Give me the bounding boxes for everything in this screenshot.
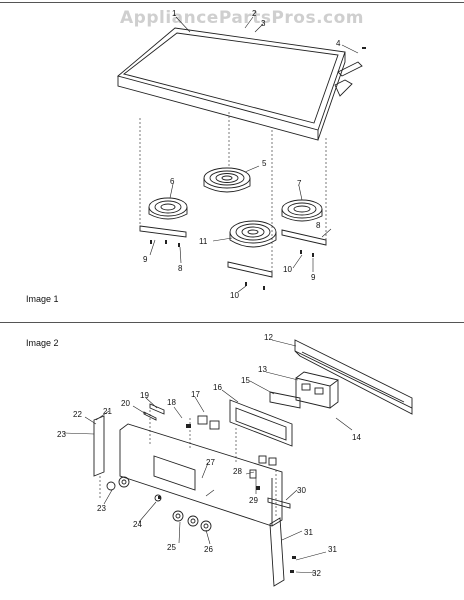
display-window bbox=[229, 399, 293, 447]
image-1-callout-11: 11 bbox=[199, 237, 208, 246]
image-2-callout-12: 12 bbox=[264, 333, 273, 342]
switches bbox=[197, 415, 277, 479]
top-divider bbox=[0, 2, 464, 3]
image-1-callout-7: 7 bbox=[297, 179, 302, 188]
screws-image-1 bbox=[150, 47, 366, 290]
image-2-callout-18: 18 bbox=[167, 398, 176, 407]
burner-7 bbox=[148, 197, 188, 220]
console bbox=[119, 423, 283, 527]
image-1-callout-9: 9 bbox=[143, 255, 148, 264]
leader-lines-1 bbox=[149, 16, 359, 293]
image-2-callout-24: 24 bbox=[133, 520, 142, 529]
leader-lines-2 bbox=[63, 339, 353, 574]
image-2-callout-23: 23 bbox=[57, 430, 66, 439]
end-cap-left bbox=[93, 415, 105, 477]
image-1-callout-3: 3 bbox=[261, 19, 266, 28]
image-2-callout-21: 21 bbox=[103, 407, 112, 416]
burner-6 bbox=[281, 199, 323, 222]
overlay-15 bbox=[269, 391, 301, 409]
image-2-callout-19: 19 bbox=[140, 391, 149, 400]
cooktop-glass bbox=[117, 27, 346, 141]
image-1-label: Image 1 bbox=[26, 294, 59, 304]
burner-5 bbox=[203, 167, 251, 193]
bracket-left bbox=[139, 225, 187, 238]
end-cap-right bbox=[269, 517, 285, 587]
image-2-label: Image 2 bbox=[26, 338, 59, 348]
alignment-lines-1 bbox=[139, 112, 327, 272]
alignment-lines-2 bbox=[99, 410, 277, 518]
image-1-callout-9: 9 bbox=[311, 273, 316, 282]
image-2-callout-27: 27 bbox=[206, 458, 215, 467]
image-1-callout-1: 1 bbox=[172, 9, 177, 18]
image-2-callout-28: 28 bbox=[233, 467, 242, 476]
image-2-callout-17: 17 bbox=[191, 390, 200, 399]
image-2-callout-26: 26 bbox=[204, 545, 213, 554]
brackets-image-2 bbox=[143, 403, 291, 509]
image-1-callout-6: 6 bbox=[170, 177, 175, 186]
image-2-callout-14: 14 bbox=[352, 433, 361, 442]
image-1-callout-8: 8 bbox=[178, 264, 183, 273]
image-2-callout-25: 25 bbox=[167, 543, 176, 552]
image-2-callout-31: 31 bbox=[328, 545, 337, 554]
image-2-callout-32: 32 bbox=[312, 569, 321, 578]
burner-11 bbox=[229, 220, 277, 248]
image-1-callout-10: 10 bbox=[283, 265, 292, 274]
cooktop-bracket bbox=[334, 79, 353, 97]
image-1-callout-8: 8 bbox=[316, 221, 321, 230]
image-2-callout-30: 30 bbox=[297, 486, 306, 495]
watermark-text: AppliancePartsPros.com bbox=[120, 8, 365, 28]
control-board bbox=[295, 371, 339, 409]
section-divider bbox=[0, 322, 464, 323]
image-2-callout-22: 22 bbox=[73, 410, 82, 419]
image-2-callout-20: 20 bbox=[121, 399, 130, 408]
image-1-callout-10: 10 bbox=[230, 291, 239, 300]
image-2-callout-31: 31 bbox=[304, 528, 313, 537]
screws-image-2 bbox=[158, 424, 296, 573]
image-2-callout-29: 29 bbox=[249, 496, 258, 505]
image-2-callout-23: 23 bbox=[97, 504, 106, 513]
image-1-callout-2: 2 bbox=[252, 9, 257, 18]
bracket-front bbox=[227, 261, 273, 278]
image-2-callout-15: 15 bbox=[241, 376, 250, 385]
backguard-panel bbox=[294, 339, 413, 415]
clip-part bbox=[337, 61, 363, 77]
image-2-callout-13: 13 bbox=[258, 365, 267, 374]
bracket-right bbox=[281, 229, 327, 246]
image-1-callout-5: 5 bbox=[262, 159, 267, 168]
image-2-callout-16: 16 bbox=[213, 383, 222, 392]
image-1-callout-4: 4 bbox=[336, 39, 341, 48]
